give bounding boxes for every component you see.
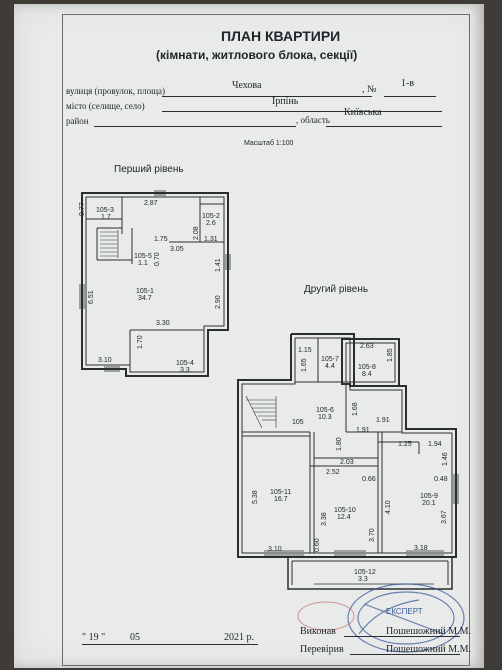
city-label: місто (селище, село) [66, 101, 145, 111]
executor-line [344, 636, 460, 637]
dim-3-67: 3.67 [441, 510, 448, 524]
dim-3-30: 3.30 [156, 320, 170, 327]
dim-2-08: 2.08 [193, 226, 200, 240]
dim-2-90: 2.90 [215, 295, 222, 309]
region-value: Київська [344, 107, 382, 118]
room-105-2-label: 105-2 [202, 213, 220, 220]
room-105-10-label: 105-10 [334, 507, 356, 514]
dim-2-63: 2.63 [360, 343, 374, 350]
street-value: Чехова [232, 80, 262, 91]
dim-0-70: 0.70 [154, 252, 161, 266]
district-line [94, 126, 296, 127]
dim-1-94: 1.94 [428, 441, 442, 448]
dim-4-10: 4.10 [385, 500, 392, 514]
dim-1-75: 1.75 [154, 236, 168, 243]
signature-mark [297, 601, 355, 631]
room-105-10-area: 12.4 [337, 514, 351, 521]
number-label: , № [362, 84, 377, 95]
checker-line [350, 654, 460, 655]
dim-3-10-b: 3.10 [268, 546, 282, 553]
dim-1-70: 1.70 [137, 335, 144, 349]
dim-1-31: 1.31 [204, 236, 218, 243]
checker-name: Пошешожний М.М. [386, 644, 472, 655]
stamp-text: ЕКСПЕРТ [386, 607, 423, 616]
level-second-label: Другий рівень [304, 284, 369, 295]
expert-stamp [347, 583, 465, 653]
dim-1-91-b: 1.91 [356, 427, 370, 434]
dim-3-70: 3.70 [369, 528, 376, 542]
dim-3-10: 3.10 [98, 357, 112, 364]
dim-1-41: 1.41 [215, 258, 222, 272]
dim-2-87: 2.87 [144, 200, 158, 207]
room-105-4-label: 105-4 [176, 360, 194, 367]
executed-label: Виконав [300, 626, 336, 637]
room-105-6-area: 10.3 [318, 414, 332, 421]
dim-0-48: 0.48 [434, 476, 448, 483]
district-label: район [66, 116, 89, 126]
dim-1-46: 1.46 [442, 452, 449, 466]
second-level-plan [237, 333, 459, 590]
number-value: 1-в [401, 78, 415, 89]
number-line [384, 96, 436, 97]
dim-0-66: 0.66 [362, 476, 376, 483]
dim-1-65: 1.65 [301, 358, 308, 372]
room-105-8-area: 8.4 [362, 371, 372, 378]
dim-1-68: 1.68 [352, 402, 359, 416]
dim-6-51: 6.51 [88, 290, 95, 304]
dim-0-77: 0.77 [79, 202, 86, 216]
page-subtitle: (кімнати, житлового блока, секції) [156, 48, 358, 62]
level-first-label: Перший рівень [114, 164, 184, 175]
plan-sheet: ПЛАН КВАРТИРИ (кімнати, житлового блока,… [14, 4, 484, 668]
region-line [326, 126, 442, 127]
room-105-4-area: 3.3 [180, 367, 190, 374]
first-level-plan [79, 190, 231, 377]
room-105-3-label: 105-3 [96, 207, 114, 214]
room-105-1-area: 34.7 [138, 295, 152, 302]
dim-1-85: 1.85 [387, 348, 394, 362]
street-line [162, 96, 372, 97]
room-105-11-area: 16.7 [274, 496, 288, 503]
room-105-12-area: 3.3 [358, 576, 368, 583]
dim-1-15: 1.15 [298, 347, 312, 354]
dim-1-91-a: 1.91 [376, 417, 390, 424]
dim-1-25: 1.25 [398, 441, 412, 448]
dim-5-38: 5.38 [252, 490, 259, 504]
room-105-2-area: 2.6 [206, 220, 216, 227]
room-105-12-label: 105-12 [354, 569, 376, 576]
room-105-11-label: 105-11 [270, 489, 291, 496]
dim-3-18: 3.18 [414, 545, 428, 552]
dim-3-05: 3.05 [170, 246, 184, 253]
room-105-9-label: 105-9 [420, 493, 438, 500]
room-105-1-label: 105-1 [136, 288, 154, 295]
date-month: 05 [130, 632, 140, 643]
date-year: 2021 р. [224, 632, 254, 643]
date-line [82, 644, 258, 645]
region-label: , область [296, 115, 330, 125]
checked-label: Перевірив [300, 644, 344, 655]
city-line [162, 111, 442, 112]
date-day: " 19 " [82, 632, 106, 643]
dim-2-03: 2.03 [340, 459, 354, 466]
room-105-7-label: 105-7 [321, 356, 339, 363]
floor-plans: 105-3 1.7 105-2 2.6 105-5 1.1 105-1 34.7… [79, 190, 465, 653]
room-105-7-area: 4.4 [325, 363, 335, 370]
executor-name: Пошешожний М.М. [386, 626, 472, 637]
scale-text: Масштаб 1:100 [244, 140, 294, 147]
dim-3-38: 3.38 [321, 512, 328, 526]
room-105-8-label: 105-8 [358, 364, 376, 371]
dim-0-60: 0.60 [314, 538, 321, 552]
page-title: ПЛАН КВАРТИРИ [221, 28, 341, 44]
room-105-3-area: 1.7 [101, 214, 111, 221]
room-105-5-area: 1.1 [138, 260, 148, 267]
room-105-9-area: 20.1 [422, 500, 436, 507]
sheet-frame [62, 14, 470, 666]
dim-2-52: 2.52 [326, 469, 340, 476]
room-105-label: 105 [292, 419, 304, 426]
room-105-6-label: 105-6 [316, 407, 334, 414]
city-value: Ірпінь [272, 96, 299, 107]
dim-1-80: 1.80 [336, 437, 343, 451]
street-label: вулиця (провулок, площа) [66, 86, 166, 96]
room-105-5-label: 105-5 [134, 253, 152, 260]
